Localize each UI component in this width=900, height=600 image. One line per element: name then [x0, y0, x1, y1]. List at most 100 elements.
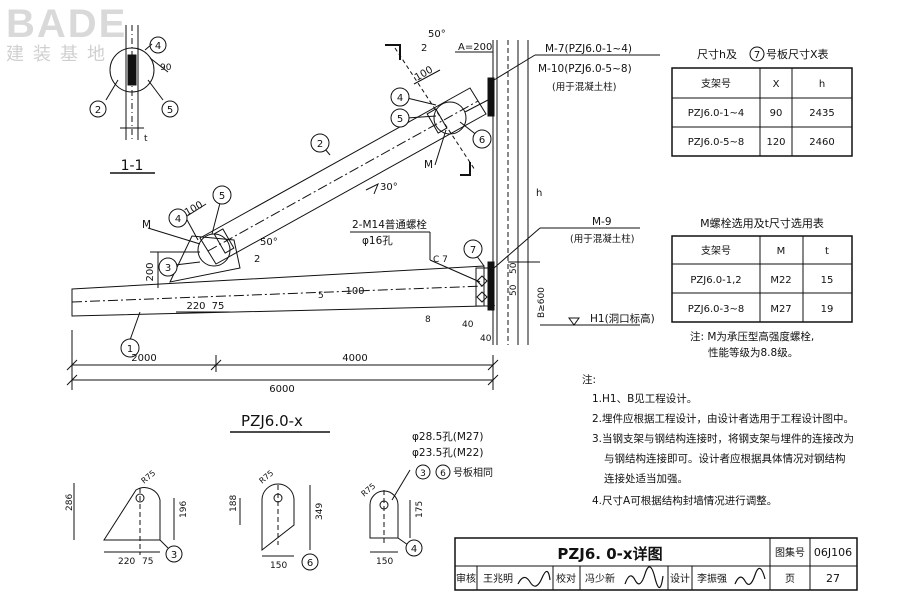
marker-3-label: 3 — [165, 263, 171, 274]
table-m-note-line1: 注: M为承压型高强度螺栓, — [690, 330, 814, 343]
h1-level-symbol — [568, 317, 580, 326]
watermark-subtitle: 建装基地 — [6, 44, 114, 65]
marker-4-mid-label: 4 — [175, 214, 181, 225]
dim-5: 5 — [318, 291, 324, 301]
plate-4-outline — [369, 490, 399, 539]
tick-1 — [66, 359, 78, 371]
dim-90-line — [149, 57, 169, 73]
marker-5-top-label: 5 — [397, 114, 403, 125]
leader-marker-4-mid — [185, 217, 199, 241]
callout-m10-note: (用于混凝土柱) — [552, 81, 616, 93]
title-block-page-no: 27 — [826, 572, 840, 585]
note-item: 连接处适当加强。 — [604, 472, 688, 485]
table-h-cell: 2435 — [809, 108, 834, 119]
plate-same-suffix: 号板相同 — [453, 466, 493, 479]
dim-75: 75 — [212, 301, 225, 312]
dim-50-mid: 50° — [260, 237, 278, 248]
dim-100-top-text: 100 — [413, 65, 435, 84]
designer-signature — [734, 567, 766, 585]
brace-centerline — [207, 100, 479, 252]
table-m-title: M螺栓选用及t尺寸选用表 — [700, 216, 824, 230]
marker-4-top-label: 4 — [397, 93, 403, 104]
plate-4-marker — [405, 539, 423, 557]
leader-m9 — [493, 227, 541, 269]
plate-4-h: 175 — [415, 501, 425, 518]
callout-M-top: M — [424, 159, 433, 171]
table-h-title-marker — [749, 46, 765, 62]
cut-symbol-top — [385, 44, 401, 60]
dim-B: B≥600 — [537, 287, 547, 318]
dim-100-top — [413, 69, 441, 85]
tick-2 — [210, 359, 222, 371]
tick-3 — [487, 359, 499, 371]
section-1-1 — [89, 25, 179, 174]
table-h: 尺寸h及 7 号板尺寸X表 支架号 X h PZJ6.0-1~4 90 2435… — [671, 46, 853, 157]
table-h-header-2: h — [819, 79, 825, 90]
callout-bolts: 2-M14普通螺栓 — [352, 218, 427, 231]
plate-6-num: 6 — [307, 558, 313, 569]
dim-100-mid-text: 100 — [183, 200, 205, 219]
dim-2-mid: 2 — [254, 254, 260, 265]
plate-3-outline — [103, 487, 161, 541]
table-h-title-prefix: 尺寸h及 — [697, 47, 737, 61]
joint-plate-lower — [213, 228, 235, 254]
callout-h1: H1(洞口标高) — [590, 312, 655, 325]
plate-3-w1: 220 — [118, 557, 135, 567]
table-m-cell: PZJ6.0-1,2 — [690, 275, 741, 286]
table-h-cell: PZJ6.0-5~8 — [688, 137, 744, 148]
plate-4-detail — [369, 464, 451, 557]
callout-m10: M-10(PZJ6.0-5~8) — [538, 63, 632, 75]
note-item: 2.埋件应根据工程设计，由设计者选用于工程设计图中。 — [592, 412, 854, 425]
table-h-cell: 90 — [770, 108, 783, 119]
plate-3-w2: 75 — [142, 557, 153, 567]
table-h-header-1: X — [773, 79, 780, 90]
table-h-title-suffix: 号板尺寸X表 — [766, 47, 829, 61]
marker-4-top-main — [390, 87, 410, 107]
leader-marker-5-mid — [211, 202, 221, 235]
main-drawing-title: PZJ6.0-x — [241, 412, 303, 430]
plate-6-h2: 349 — [315, 503, 325, 520]
dim-50-top: 50° — [428, 29, 446, 40]
dim-1: 1 — [490, 299, 496, 309]
leader-M-mid — [147, 227, 201, 245]
callout-m9: M-9 — [592, 216, 612, 228]
marker-1-label: 1 — [127, 344, 133, 355]
brace-member-2 — [199, 87, 487, 265]
table-m-header-0: 支架号 — [701, 245, 731, 257]
callout-M-mid: M — [142, 219, 151, 231]
plate-6-outline — [261, 483, 295, 552]
marker-5-top-main — [390, 108, 410, 128]
section-marker-4-label: 4 — [155, 41, 161, 52]
callout-hole: φ16孔 — [362, 234, 393, 247]
plate-3-leader — [159, 539, 169, 549]
note-item: 4.尺寸A可根据结构封墙情况进行调整。 — [592, 494, 777, 507]
watermark-brand: BADE — [6, 2, 128, 46]
marker-2 — [89, 100, 107, 118]
table-m-header-1: M — [777, 246, 786, 257]
plate-3-num: 3 — [171, 550, 177, 561]
watermark-logo: BADE 建装基地 — [6, 4, 146, 70]
section-title: 1-1 — [121, 158, 144, 174]
leader-m7 — [493, 54, 536, 81]
end-plate-7 — [475, 267, 489, 307]
note-item: 与钢结构连接即可。设计者应根据具体情况对钢结构 — [604, 452, 846, 465]
callout-m9-note: (用于混凝土柱) — [570, 233, 634, 245]
reviewer-signature — [517, 570, 551, 587]
beam-member-1 — [71, 265, 485, 317]
dim-8: 8 — [425, 315, 431, 325]
same-marker-6 — [435, 464, 451, 480]
marker-3-main — [158, 257, 178, 277]
plate-6-r: R75 — [258, 469, 276, 486]
title-block-reviewer: 王兆明 — [483, 573, 513, 585]
marker-5-mid-label: 5 — [219, 191, 225, 202]
title-block-atlas-label: 图集号 — [775, 546, 805, 559]
note-item: 3.当钢支架与钢结构连接时，将钢支架与埋件的连接改为 — [592, 432, 854, 445]
marker-2-main — [310, 133, 330, 153]
marker-4-mid-main — [168, 208, 188, 228]
main-frame — [66, 40, 660, 390]
dim-4000: 4000 — [342, 353, 367, 364]
dim-C7: C 7 — [433, 255, 448, 265]
leader-4 — [144, 43, 153, 51]
table-h-cell: 120 — [766, 137, 785, 148]
checker-signature — [624, 566, 664, 589]
